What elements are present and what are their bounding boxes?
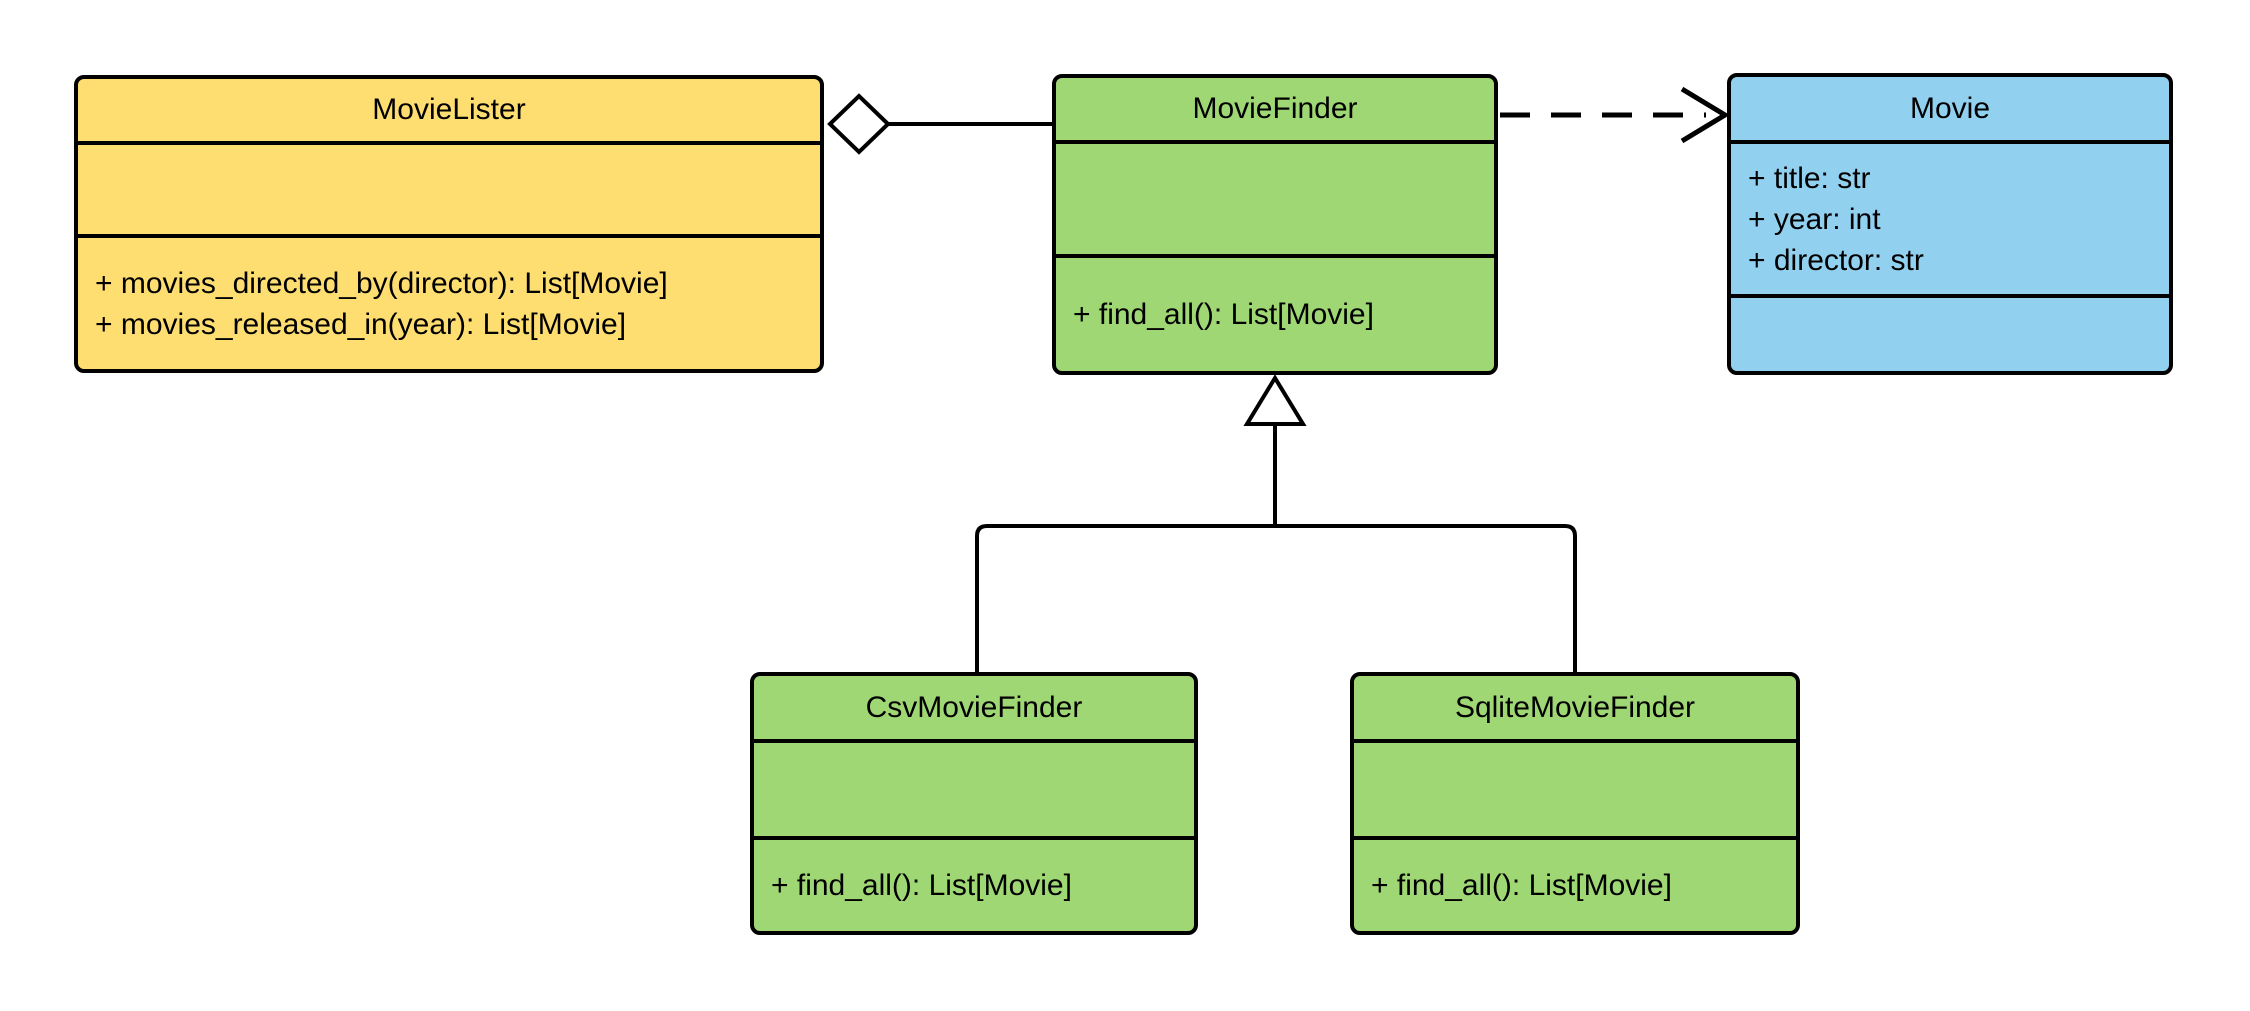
class-title: MovieLister — [78, 79, 820, 145]
attribute: + year: int — [1748, 202, 1881, 236]
class-title: CsvMovieFinder — [754, 676, 1194, 743]
methods-section: + movies_directed_by(director): List[Mov… — [78, 238, 820, 369]
class-movie: Movie + title: str + year: int + directo… — [1727, 73, 2173, 375]
methods-section: + find_all(): List[Movie] — [754, 840, 1194, 931]
method: + movies_released_in(year): List[Movie] — [95, 307, 627, 341]
method: + movies_directed_by(director): List[Mov… — [95, 266, 668, 300]
dependency-arrowhead — [1680, 86, 1730, 144]
class-movielister: MovieLister + movies_directed_by(directo… — [74, 75, 824, 373]
attributes-section — [78, 145, 820, 238]
attribute: + title: str — [1748, 161, 1871, 195]
class-sqlitemoviefinder: SqliteMovieFinder + find_all(): List[Mov… — [1350, 672, 1800, 935]
class-moviefinder: MovieFinder + find_all(): List[Movie] — [1052, 74, 1498, 375]
class-csvmoviefinder: CsvMovieFinder + find_all(): List[Movie] — [750, 672, 1198, 935]
class-title: Movie — [1731, 77, 2169, 144]
aggregation-diamond — [827, 93, 891, 155]
methods-section: + find_all(): List[Movie] — [1354, 840, 1796, 931]
methods-section — [1731, 298, 2169, 371]
class-title: SqliteMovieFinder — [1354, 676, 1796, 743]
methods-section: + find_all(): List[Movie] — [1056, 258, 1494, 371]
attributes-section — [754, 743, 1194, 840]
method: + find_all(): List[Movie] — [1073, 298, 1374, 331]
method: + find_all(): List[Movie] — [771, 869, 1072, 902]
generalization-branch — [975, 524, 1577, 672]
attributes-section — [1056, 144, 1494, 258]
generalization-triangle — [1243, 374, 1307, 426]
attributes-section: + title: str + year: int + director: str — [1731, 144, 2169, 298]
method: + find_all(): List[Movie] — [1371, 869, 1672, 902]
attributes-section — [1354, 743, 1796, 840]
class-title: MovieFinder — [1056, 78, 1494, 144]
attribute: + director: str — [1748, 243, 1924, 277]
